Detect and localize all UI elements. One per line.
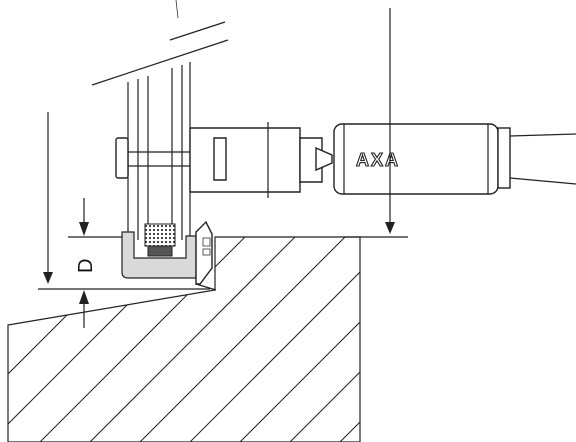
dim-arrow-right <box>385 222 395 234</box>
dim-arrow-left <box>43 272 53 284</box>
cable-top <box>509 133 576 137</box>
cylinder-cap <box>497 127 511 189</box>
sash-top-edge <box>91 39 229 86</box>
window-sash <box>91 0 229 240</box>
bead-slot-1 <box>202 237 211 247</box>
dimension-lines: D <box>38 8 408 328</box>
housing-ring <box>213 137 227 181</box>
dim-D-arrow-down <box>79 222 89 236</box>
bead-slot-2 <box>202 248 211 256</box>
lock-housing <box>189 127 301 193</box>
cable-bottom <box>509 177 576 185</box>
bead-foot <box>195 283 217 291</box>
seal-channel <box>121 231 197 279</box>
dim-D-arrow-up <box>79 290 89 304</box>
dimension-label-D: D <box>75 259 97 273</box>
inner-plate <box>115 137 129 179</box>
key-tip <box>315 146 333 172</box>
desiccant-spacer <box>144 223 176 247</box>
wall-section <box>7 236 361 442</box>
spacer-base <box>147 245 173 257</box>
wall-hatching <box>8 237 360 442</box>
sash-top-edge-2 <box>169 21 226 41</box>
sash-tick <box>175 0 179 19</box>
brand-logo: AXA <box>356 150 400 170</box>
lock-assembly: AXA <box>115 122 576 198</box>
seal-profile <box>121 220 217 291</box>
